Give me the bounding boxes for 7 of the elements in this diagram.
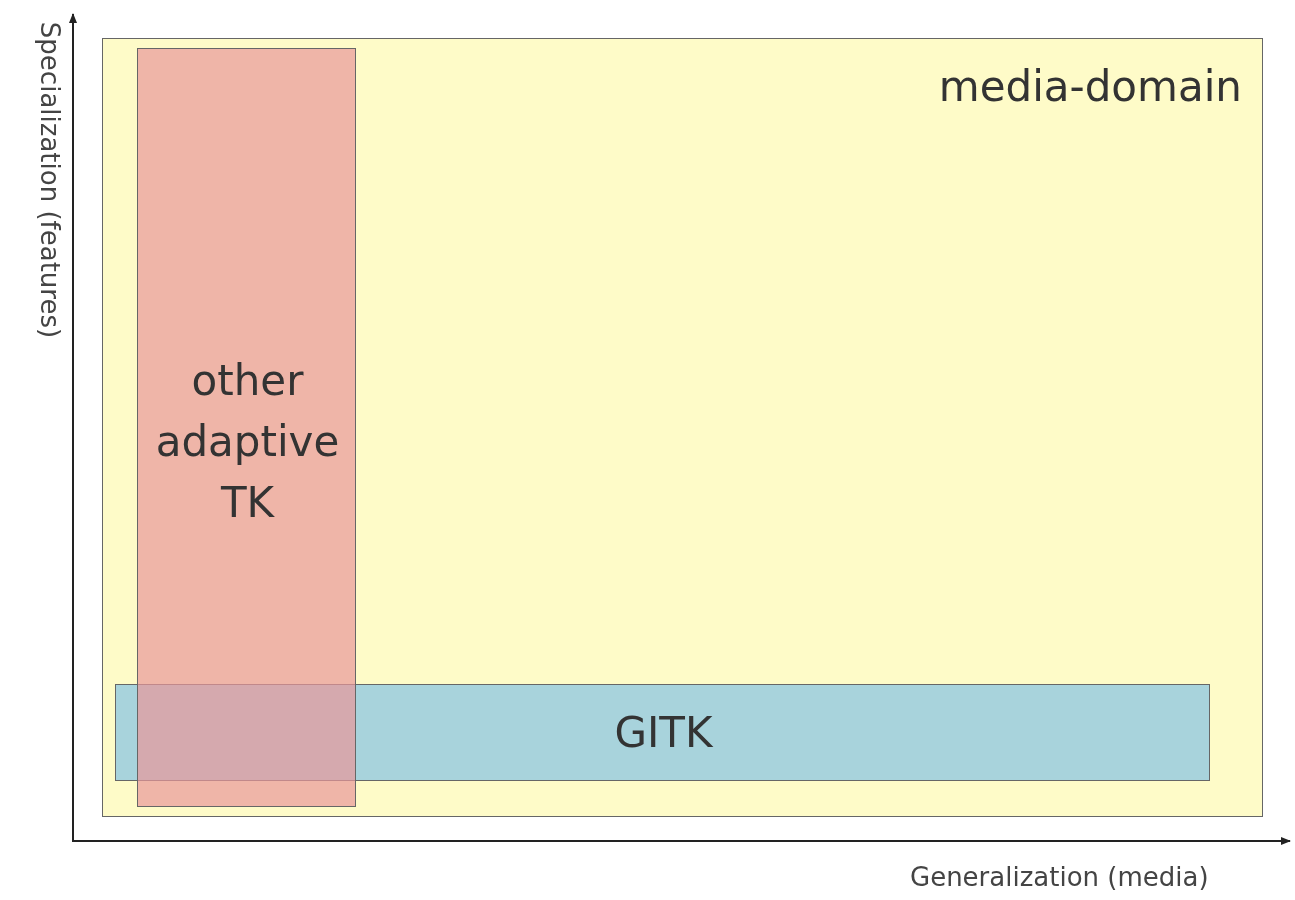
axis-label: Specialization (features) <box>35 20 65 341</box>
axis-label: Generalization (media) <box>910 862 1209 892</box>
region-label: media-domain <box>938 61 1242 113</box>
region-label: GITK <box>613 707 714 759</box>
region-label: other adaptive TK <box>154 355 341 529</box>
region-box <box>102 38 1263 817</box>
region-box <box>137 48 356 807</box>
